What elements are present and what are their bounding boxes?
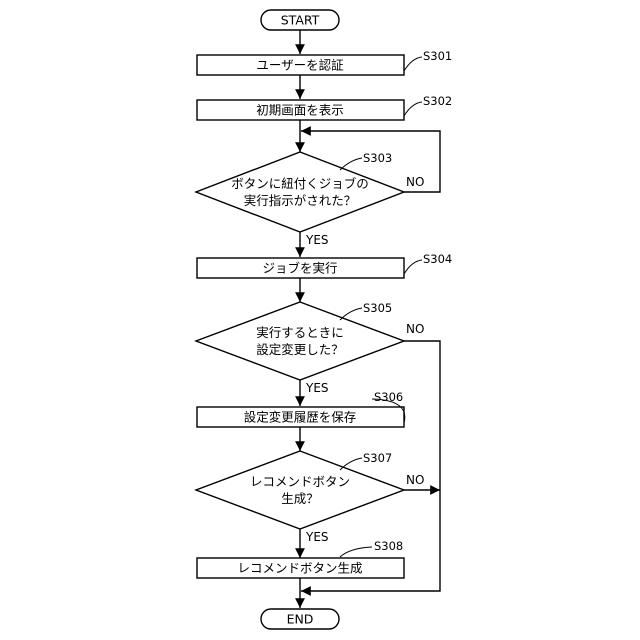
s307-text-line2: 生成？ <box>281 491 319 506</box>
start-label: START <box>281 13 320 28</box>
s302-leader <box>404 102 422 116</box>
s303-label: S303 <box>363 151 392 165</box>
s308-leader <box>340 547 372 557</box>
s303-text-line1: ボタンに紐付くジョブの <box>231 176 369 191</box>
s305-label: S305 <box>363 301 392 315</box>
s303-text-line2: 実行指示がされた？ <box>244 193 357 208</box>
s306-text: 設定変更履歴を保存 <box>244 410 357 425</box>
s304-text: ジョブを実行 <box>262 261 337 276</box>
s301-label: S301 <box>423 49 452 63</box>
s308-text: レコメンドボタン生成 <box>237 561 362 576</box>
s303-yes-label: YES <box>305 233 329 247</box>
s306-label: S306 <box>374 390 403 404</box>
s303-no-label: NO <box>406 175 424 189</box>
s305-text-line2: 設定変更した？ <box>256 342 344 357</box>
s307-yes-label: YES <box>305 530 329 544</box>
s307-no-label: NO <box>406 473 424 487</box>
end-label: END <box>287 612 314 627</box>
s301-leader <box>404 57 422 71</box>
s304-label: S304 <box>423 252 452 266</box>
s301-text: ユーザーを認証 <box>256 58 344 73</box>
s305-text-line1: 実行するときに <box>256 325 344 340</box>
s304-leader <box>404 260 422 274</box>
s307-text-line1: レコメンドボタン <box>250 474 350 489</box>
s305-yes-label: YES <box>305 381 329 395</box>
s308-label: S308 <box>374 539 403 553</box>
s302-text: 初期画面を表示 <box>256 103 344 118</box>
s302-label: S302 <box>423 94 452 108</box>
s307-label: S307 <box>363 451 392 465</box>
s305-no-label: NO <box>406 322 424 336</box>
